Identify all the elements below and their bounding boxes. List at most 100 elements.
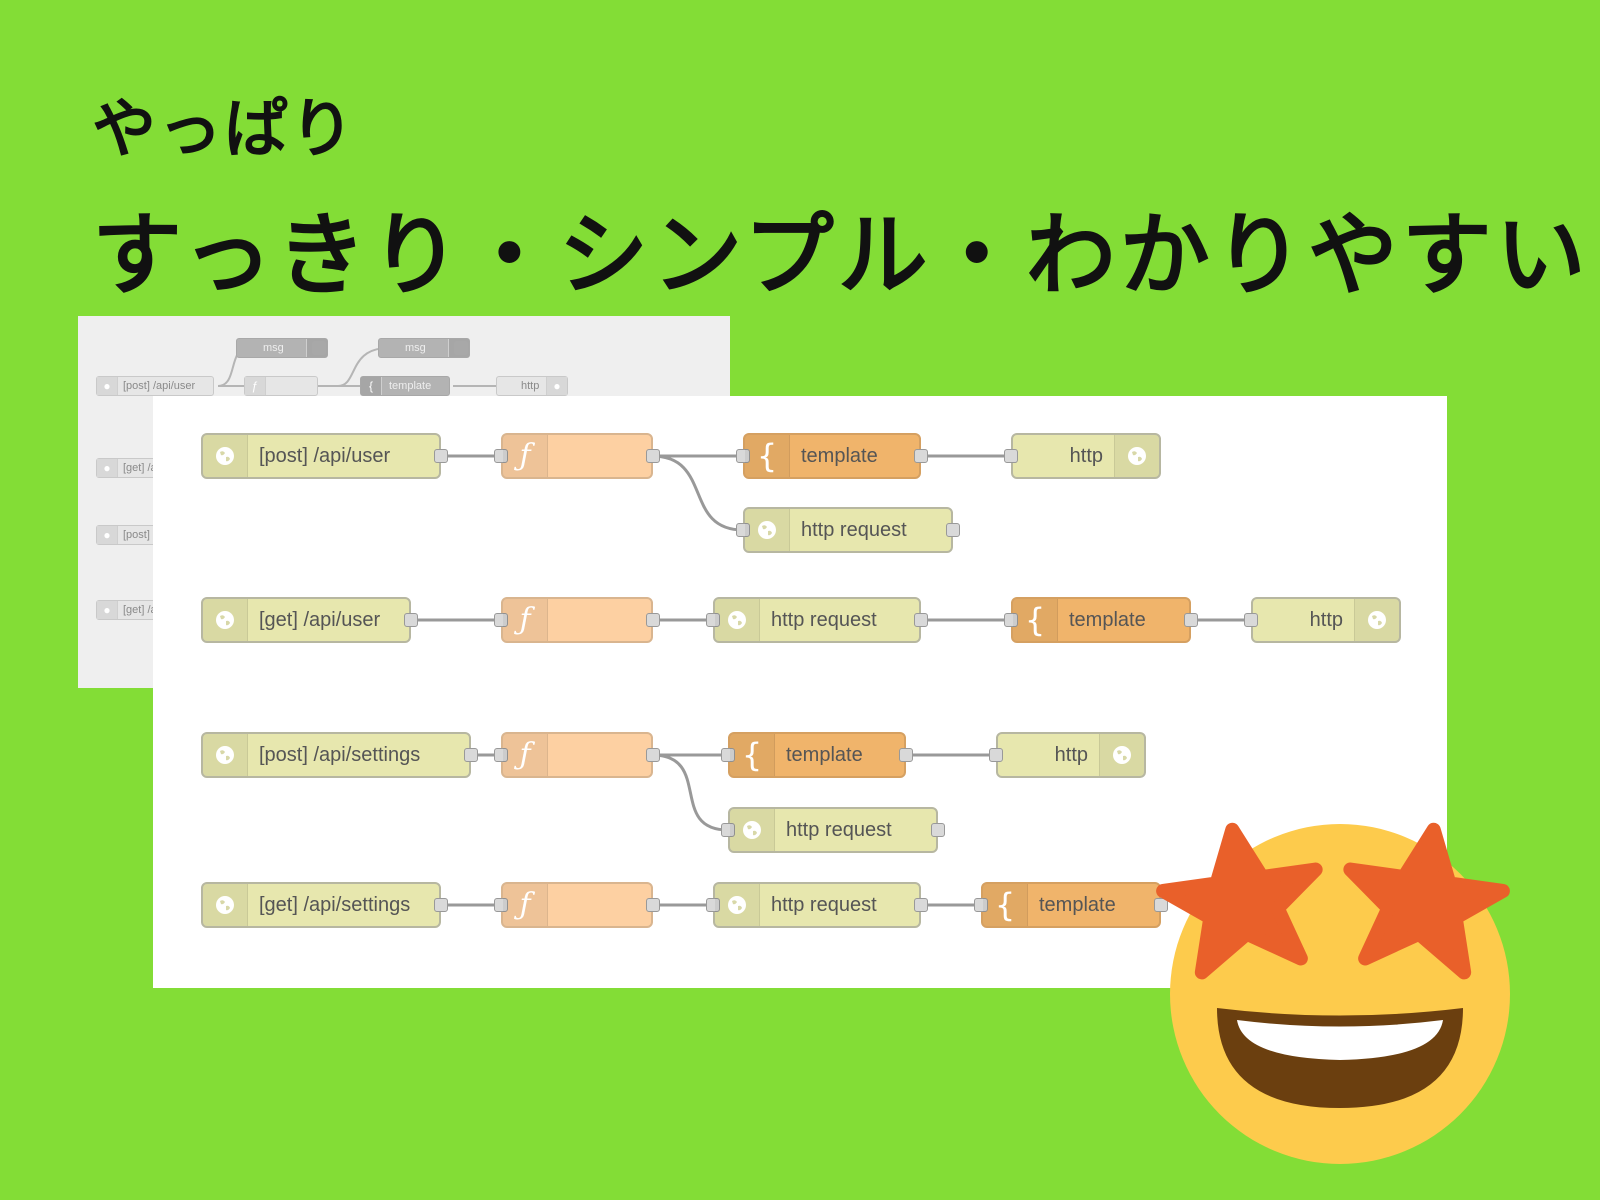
globe-icon (745, 509, 790, 551)
bg-debug-toggle-1 (312, 341, 326, 355)
bg-node-label: [get] /a (123, 604, 157, 616)
bg-node-get-user: ● [get] /a (96, 458, 166, 478)
output-port[interactable] (931, 823, 945, 837)
bg-node-label: [post] /api/user (123, 380, 196, 392)
input-port[interactable] (736, 449, 750, 463)
output-port[interactable] (646, 613, 660, 627)
bg-function-icon: ƒ (245, 377, 266, 395)
output-port[interactable] (946, 523, 960, 537)
bg-node-post-user: ● [post] /api/user (96, 376, 214, 396)
input-port[interactable] (706, 613, 720, 627)
globe-icon (1114, 435, 1159, 477)
function-node-2[interactable]: ƒ (494, 597, 660, 643)
flow-editor-canvas[interactable]: [post] /api/user ƒ { template http http … (153, 396, 1447, 988)
template-node-1[interactable]: { template (736, 433, 928, 479)
http-in-node-get-settings[interactable]: [get] /api/settings (201, 882, 448, 928)
input-port[interactable] (1244, 613, 1258, 627)
output-port[interactable] (899, 748, 913, 762)
bg-node-template: { template (360, 376, 450, 396)
bg-node-post-settings: ● [post] (96, 525, 166, 545)
flow-wires (413, 454, 1251, 907)
http-request-node-3[interactable]: http request (721, 807, 945, 853)
node-label: template (1069, 609, 1146, 631)
http-response-node-2[interactable]: http (1244, 597, 1401, 643)
function-icon: ƒ (503, 734, 548, 776)
bg-node-get-settings: ● [get] /a (96, 600, 166, 620)
node-label: template (801, 445, 878, 467)
output-port[interactable] (646, 748, 660, 762)
bg-globe-icon: ● (97, 459, 118, 477)
output-port[interactable] (646, 449, 660, 463)
http-response-node-3[interactable]: http (989, 732, 1146, 778)
bg-node-label: http (521, 380, 540, 392)
template-brace-icon: { (730, 734, 775, 776)
http-response-node-1[interactable]: http (1004, 433, 1161, 479)
node-label: [get] /api/settings (259, 894, 411, 916)
output-port[interactable] (434, 449, 448, 463)
input-port[interactable] (706, 898, 720, 912)
bg-globe-icon: ● (97, 526, 118, 544)
bg-node-label: [get] /a (123, 462, 157, 474)
http-request-node-2[interactable]: http request (706, 597, 928, 643)
input-port[interactable] (721, 748, 735, 762)
globe-icon (203, 734, 248, 776)
template-node-4[interactable]: { template (974, 882, 1168, 928)
node-label: http request (786, 819, 892, 841)
node-label: template (786, 744, 863, 766)
bg-node-http: http ● (496, 376, 568, 396)
output-port[interactable] (646, 898, 660, 912)
globe-icon (715, 884, 760, 926)
function-icon: ƒ (503, 884, 548, 926)
globe-icon (1354, 599, 1399, 641)
template-brace-icon: { (983, 884, 1028, 926)
node-label: [post] /api/user (259, 445, 391, 467)
http-request-node-1[interactable]: http request (736, 507, 960, 553)
input-port[interactable] (974, 898, 988, 912)
right-star-icon (1343, 822, 1510, 980)
output-port[interactable] (914, 613, 928, 627)
http-request-node-4[interactable]: http request (706, 882, 928, 928)
input-port[interactable] (494, 898, 508, 912)
input-port[interactable] (494, 449, 508, 463)
node-label: http request (771, 609, 877, 631)
wire (651, 753, 729, 832)
bg-debug-toggle-2 (454, 341, 468, 355)
http-in-node-post-user[interactable]: [post] /api/user (201, 433, 448, 479)
input-port[interactable] (494, 748, 508, 762)
output-port[interactable] (914, 898, 928, 912)
globe-icon (1099, 734, 1144, 776)
function-node-1[interactable]: ƒ (494, 433, 660, 479)
wire (651, 454, 744, 532)
http-in-node-get-user[interactable]: [get] /api/user (201, 597, 418, 643)
output-port[interactable] (404, 613, 418, 627)
bg-globe-icon: ● (97, 377, 118, 395)
bg-node-function: ƒ (244, 376, 318, 396)
input-port[interactable] (989, 748, 1003, 762)
input-port[interactable] (494, 613, 508, 627)
template-brace-icon: { (745, 435, 790, 477)
output-port[interactable] (914, 449, 928, 463)
node-label: http (1069, 445, 1103, 467)
function-node-4[interactable]: ƒ (494, 882, 660, 928)
output-port[interactable] (434, 898, 448, 912)
subtitle-heading: やっぱり (92, 93, 356, 167)
template-brace-icon: { (1013, 599, 1058, 641)
function-node-3[interactable]: ƒ (494, 732, 660, 778)
template-node-2[interactable]: { template (1004, 597, 1198, 643)
input-port[interactable] (721, 823, 735, 837)
output-port[interactable] (1154, 898, 1168, 912)
input-port[interactable] (736, 523, 750, 537)
main-heading: すっきり・シンプル・わかりやすい (92, 203, 1590, 308)
input-port[interactable] (1004, 613, 1018, 627)
output-port[interactable] (1184, 613, 1198, 627)
node-label: [get] /api/user (259, 609, 381, 631)
output-port[interactable] (464, 748, 478, 762)
bg-node-label: template (389, 380, 432, 392)
input-port[interactable] (1004, 449, 1018, 463)
http-in-node-post-settings[interactable]: [post] /api/settings (201, 732, 478, 778)
node-label: [post] /api/settings (259, 744, 421, 766)
template-node-3[interactable]: { template (721, 732, 913, 778)
emoji-mouth (1217, 1008, 1463, 1108)
node-label: http request (801, 519, 907, 541)
star-struck-emoji (1156, 822, 1510, 1164)
